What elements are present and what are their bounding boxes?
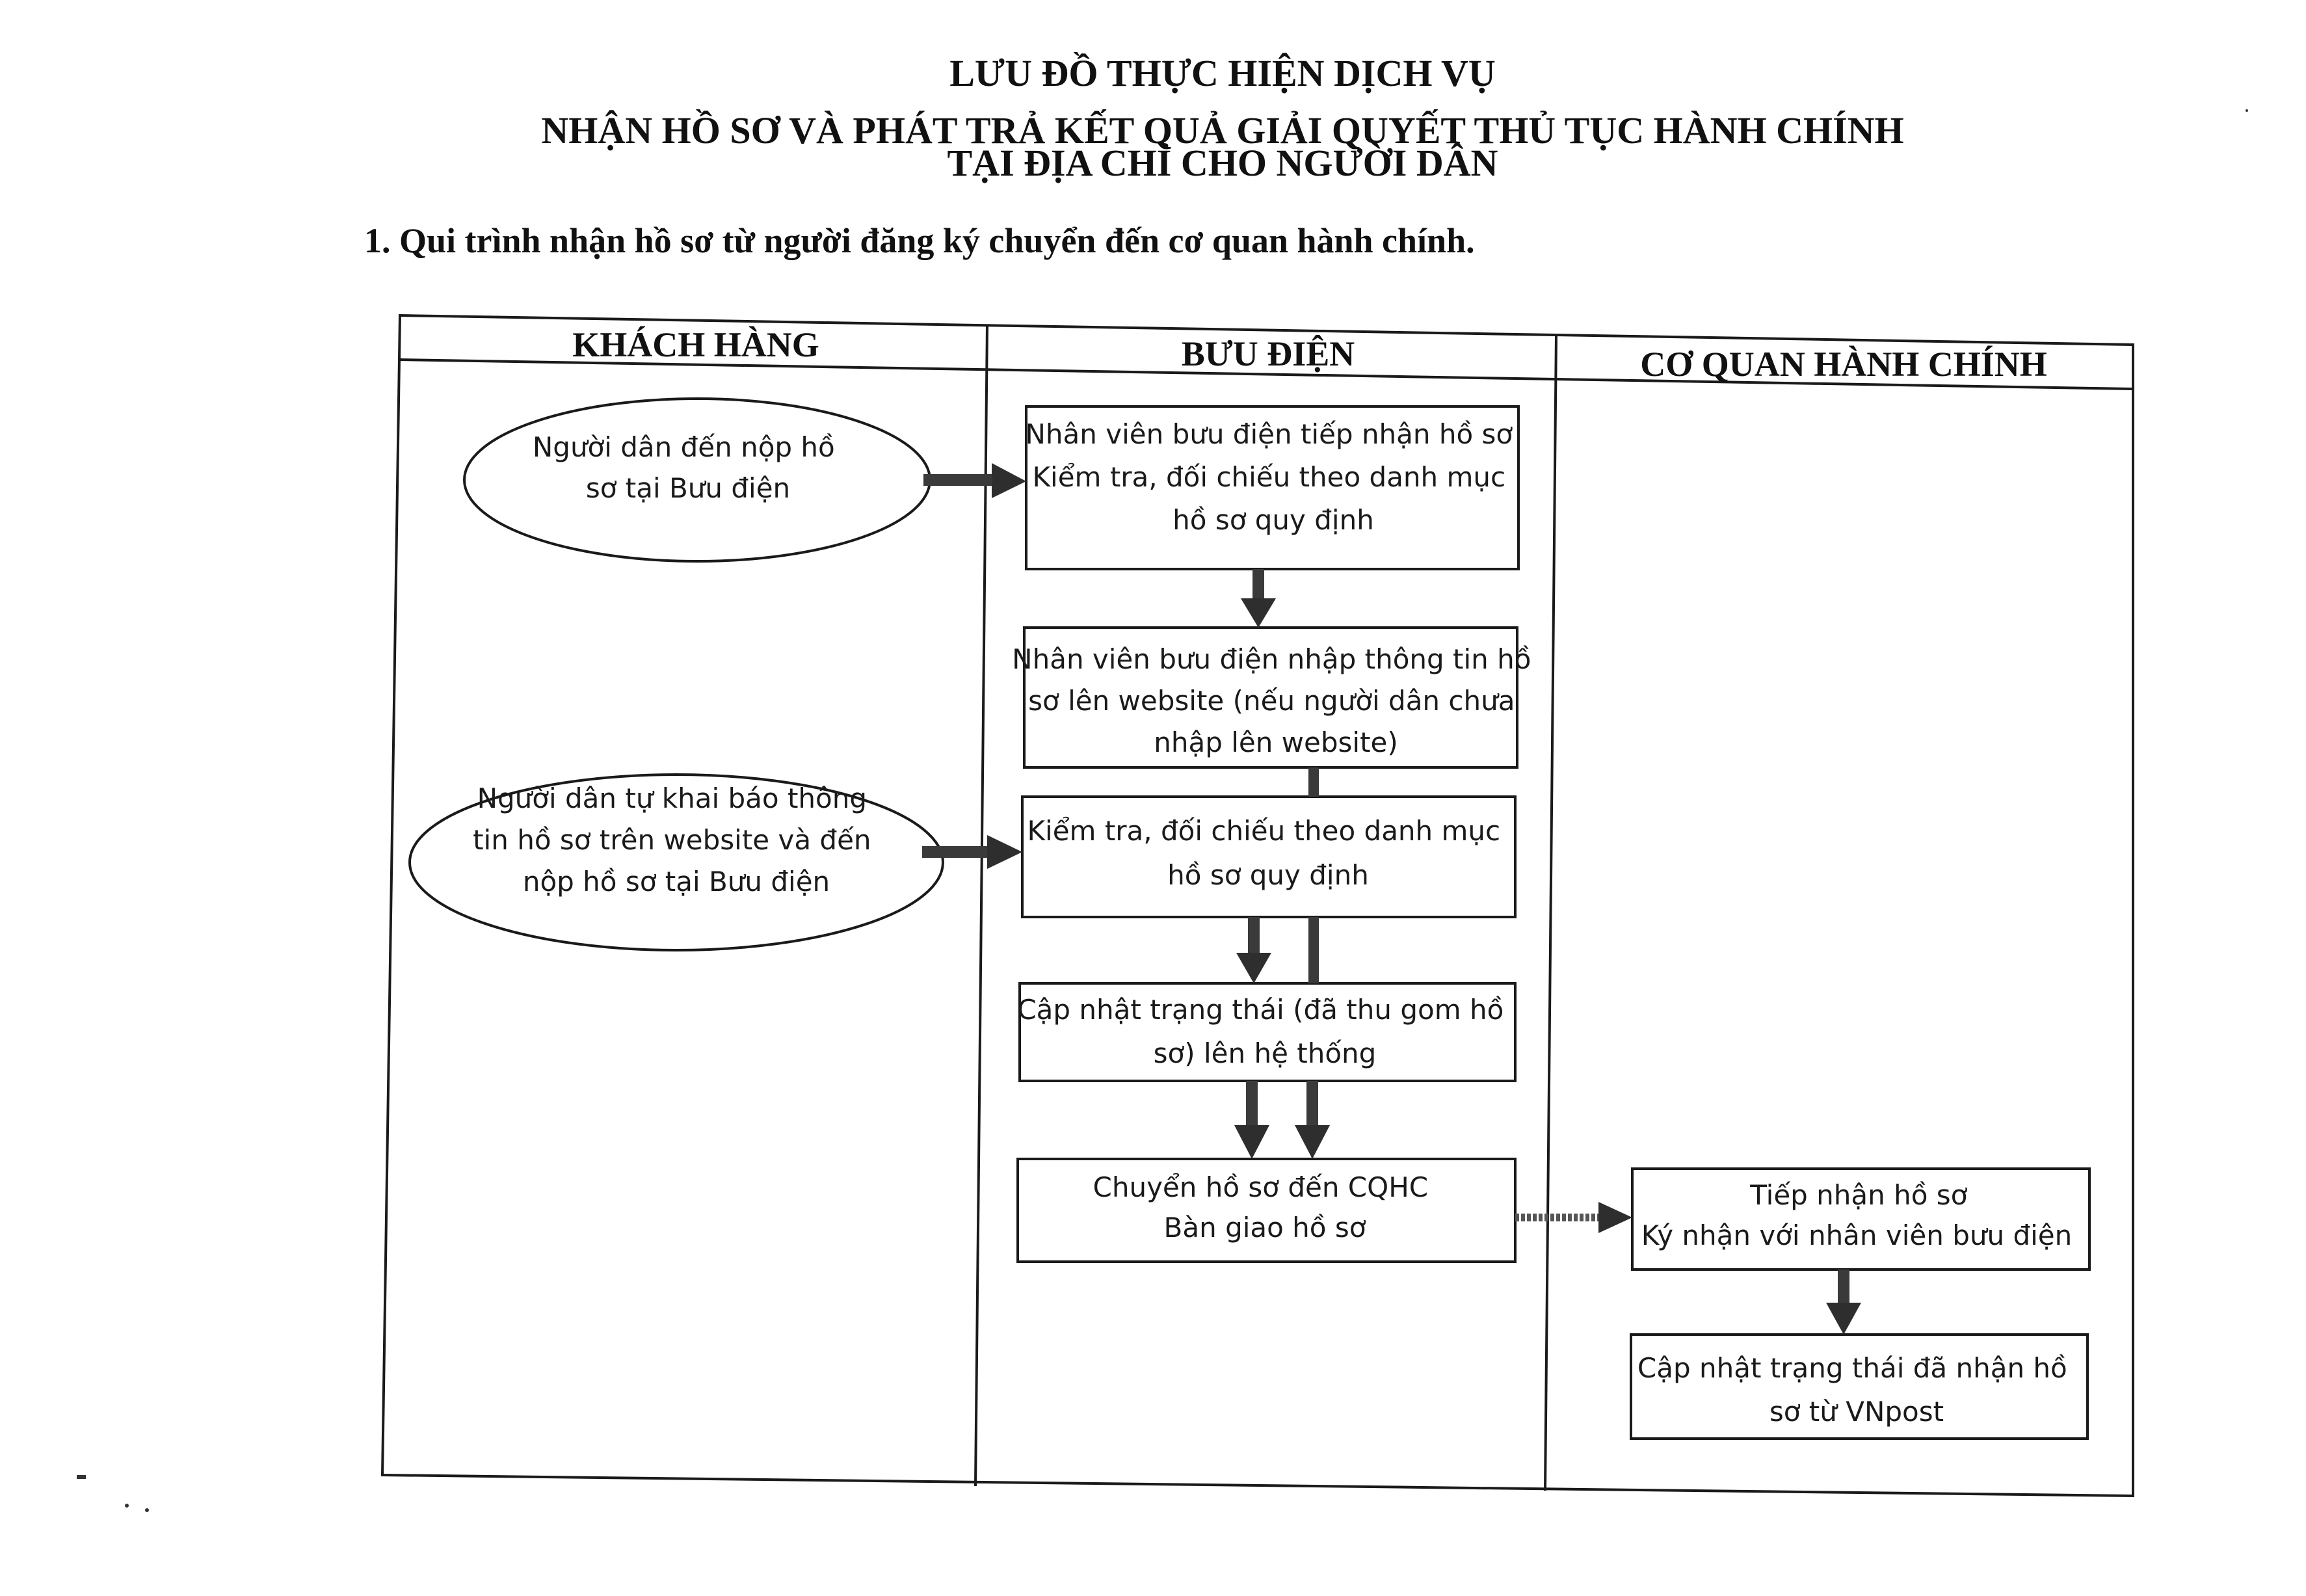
node-text-line: sơ) lên hệ thống <box>1154 1037 1377 1069</box>
start-node-self-declare: Người dân tự khai báo thông tin hồ sơ tr… <box>408 773 944 951</box>
title-line-2: NHẬN HỒ SƠ VÀ PHÁT TRẢ KẾT QUẢ GIẢI QUYẾ… <box>541 109 1903 152</box>
process-update-status: Cập nhật trạng thái (đã thu gom hồ sơ) l… <box>1017 982 1517 1082</box>
lane-header-post-office: BƯU ĐIỆN <box>1182 334 1355 373</box>
node-text-line: sơ tại Bưu điện <box>586 472 790 504</box>
svg-text:Chuyển hồ sơ đến CQHC Bà: Chuyển hồ sơ đến CQHC Bàn giao hồ sơ <box>1093 1171 1437 1244</box>
node-text-line: tin hồ sơ trên website và đến <box>473 824 871 856</box>
section-heading: 1. Qui trình nhận hồ sơ từ người đăng ký… <box>364 221 1475 260</box>
svg-text:Cập nhật trạng thái đã nhận hồ: Cập nhật trạng thái đã nhận hồ sơ từ VNp… <box>1637 1352 2076 1428</box>
svg-text:Kiểm tra, đối chiếu theo danh: Kiểm tra, đối chiếu theo danh mục hồ sơ … <box>1027 815 1509 891</box>
node-text-line: nộp hồ sơ tại Bưu điện <box>523 866 830 898</box>
arrow-agency-receive-to-update <box>1826 1270 1861 1335</box>
title-line-1: LƯU ĐỒ THỰC HIỆN DỊCH VỤ <box>949 52 1495 94</box>
node-text-line: Ký nhận với nhân viên bưu điện <box>1641 1219 2073 1251</box>
node-text-line: sơ từ VNpost <box>1769 1396 1944 1428</box>
title-line-3: TẠI ĐỊA CHỈ CHO NGƯỜI DÂN <box>948 142 1498 184</box>
node-text-line: Nhân viên bưu điện nhập thông tin hồ <box>1012 643 1531 675</box>
svg-text:Tiếp nhận hồ sơ Ký nhận: Tiếp nhận hồ sơ Ký nhận với nhân viên bư… <box>1641 1179 2073 1251</box>
lane-divider-1 <box>974 325 988 1487</box>
node-text-line: Người dân tự khai báo thông <box>477 782 867 814</box>
node-text-line: Tiếp nhận hồ sơ <box>1749 1179 1967 1211</box>
node-text-line: nhập lên website) <box>1154 726 1398 758</box>
process-agency-receive: Tiếp nhận hồ sơ Ký nhận với nhân viên bư… <box>1631 1167 2091 1271</box>
node-text-line: Kiểm tra, đối chiếu theo danh mục <box>1027 815 1501 847</box>
svg-text:Người dân tự khai báo thông: Người dân tự khai báo thông tin hồ sơ tr… <box>473 782 880 898</box>
node-text-line: Kiểm tra, đối chiếu theo danh mục <box>1033 461 1506 493</box>
swimlane-table <box>380 313 2134 1498</box>
node-text-line: Bàn giao hồ sơ <box>1164 1212 1366 1244</box>
node-text-line: hồ sơ quy định <box>1173 504 1374 536</box>
node-text-line: Nhân viên bưu điện tiếp nhận hồ sơ <box>1025 418 1513 450</box>
scan-specks <box>77 109 2248 1512</box>
lane-header-customer: KHÁCH HÀNG <box>572 325 819 364</box>
process-receive-check: Nhân viên bưu điện tiếp nhận hồ sơ Kiểm … <box>1025 405 1521 570</box>
svg-text:Người dân đến nộp hồ sơ: Người dân đến nộp hồ sơ tại Bưu điện <box>533 431 843 504</box>
process-agency-update: Cập nhật trạng thái đã nhận hồ sơ từ VNp… <box>1630 1333 2089 1440</box>
arrow-update-to-transfer-right <box>1295 1081 1330 1159</box>
node-text-line: Cập nhật trạng thái (đã thu gom hồ <box>1017 994 1504 1026</box>
arrow-transfer-to-agency <box>1515 1202 1632 1233</box>
node-text-line: Chuyển hồ sơ đến CQHC <box>1093 1171 1429 1203</box>
svg-text:Nhân viên bưu điện tiếp nhận h: Nhân viên bưu điện tiếp nhận hồ sơ Kiểm … <box>1025 418 1521 536</box>
svg-text:Nhân viên bưu điện nhập thông: Nhân viên bưu điện nhập thông tin hồ sơ … <box>1012 643 1540 758</box>
start-node-submit-at-post: Người dân đến nộp hồ sơ tại Bưu điện <box>463 397 931 563</box>
lane-header-agency: CƠ QUAN HÀNH CHÍNH <box>1640 345 2047 384</box>
lane-divider-2 <box>1544 334 1557 1491</box>
node-text-line: Cập nhật trạng thái đã nhận hồ <box>1637 1352 2067 1384</box>
arrow-ellipse1-to-receive <box>923 463 1026 498</box>
process-transfer: Chuyển hồ sơ đến CQHC Bàn giao hồ sơ <box>1016 1158 1517 1263</box>
process-check-list: Kiểm tra, đối chiếu theo danh mục hồ sơ … <box>1021 795 1517 918</box>
arrow-receive-to-enter <box>1241 569 1276 628</box>
node-text-line: Người dân đến nộp hồ <box>533 431 835 463</box>
header-divider <box>399 358 2134 390</box>
arrow-ellipse2-to-check <box>922 835 1022 869</box>
node-text-line: hồ sơ quy định <box>1167 859 1369 891</box>
arrow-update-to-transfer-left <box>1234 1081 1269 1159</box>
process-enter-website: Nhân viên bưu điện nhập thông tin hồ sơ … <box>1012 626 1540 769</box>
node-text-line: sơ lên website (nếu người dân chưa <box>1028 685 1515 717</box>
svg-text:Cập nhật trạng thái (đã thu go: Cập nhật trạng thái (đã thu gom hồ sơ) l… <box>1017 994 1512 1069</box>
arrow-check-to-update-left <box>1236 917 1271 983</box>
